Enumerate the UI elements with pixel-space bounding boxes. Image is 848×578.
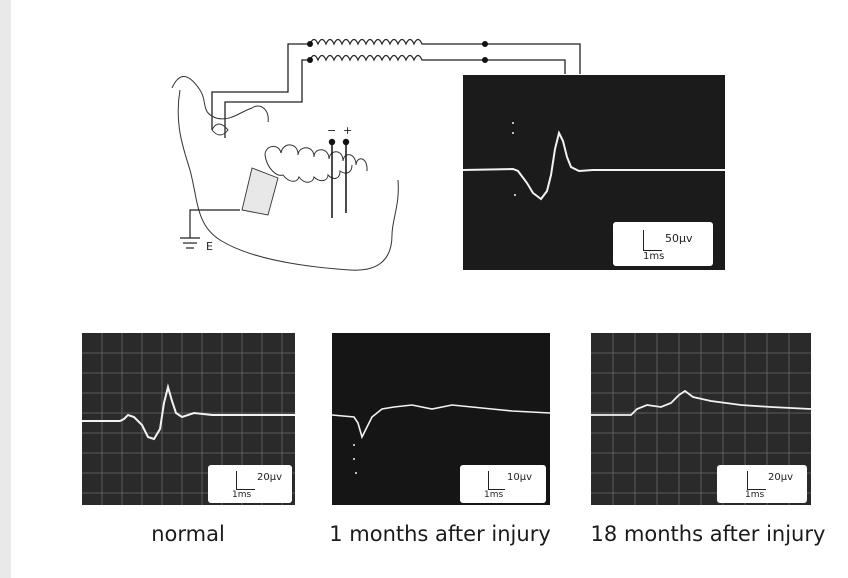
main-scale-time: 1ms [643, 251, 665, 262]
caption-eighteen-months: 18 months after injury [590, 522, 826, 546]
main-scale-box: 50µv 1ms [613, 222, 713, 266]
one-month-scale-voltage: 10µv [507, 472, 533, 483]
eighteen-months-scale-voltage: 20µv [768, 472, 794, 483]
polarity-minus-label: − [327, 124, 336, 137]
polarity-plus-label: + [343, 124, 352, 137]
main-scale-voltage: 50µv [665, 232, 693, 245]
normal-oscilloscope-screen: 20µv 1ms [82, 333, 295, 505]
one-month-scale-box: 10µv 1ms [460, 465, 546, 503]
main-oscilloscope-screen: 50µv 1ms [463, 75, 725, 270]
mandible-electrode-diagram: − + E [171, 38, 581, 271]
normal-scale-time: 1ms [232, 490, 252, 500]
normal-scale-box: 20µv 1ms [208, 465, 292, 503]
normal-scale-voltage: 20µv [257, 472, 283, 483]
teeth [264, 144, 368, 183]
ground-icon [180, 209, 240, 249]
eighteen-months-scale-time: 1ms [745, 490, 765, 500]
caption-normal: normal [151, 522, 225, 546]
mandible-outline [171, 76, 399, 271]
eighteen-months-scale-box: 20µv 1ms [717, 465, 807, 503]
coil-icon [309, 38, 428, 62]
caption-one-month: 1 months after injury [329, 522, 551, 546]
one-month-trace-plot [332, 404, 550, 474]
eighteen-months-oscilloscope-screen: 20µv 1ms [591, 333, 811, 505]
main-trace-plot [463, 122, 725, 201]
nerve-region [241, 167, 279, 216]
one-month-oscilloscope-screen: 10µv 1ms [332, 333, 550, 505]
ground-label: E [206, 240, 213, 253]
one-month-scale-time: 1ms [484, 490, 504, 500]
